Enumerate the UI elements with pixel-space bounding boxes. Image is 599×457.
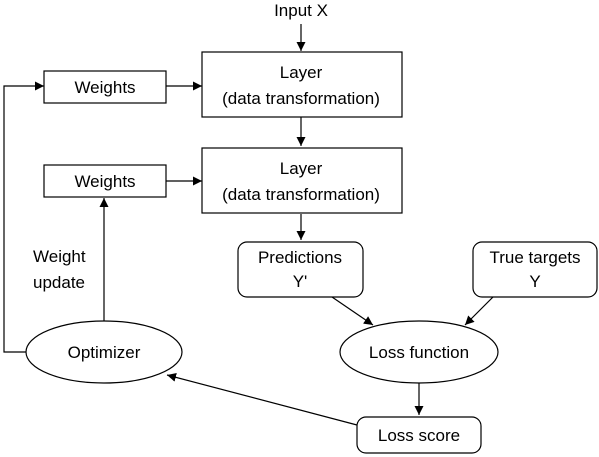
loss-function-label: Loss function — [369, 343, 469, 362]
weights-box-bottom: Weights — [43, 164, 167, 198]
edge-optimizer-loop-to-top-weights — [3, 81, 44, 353]
edge-targets-to-loss — [464, 296, 494, 326]
weights-bottom-label: Weights — [74, 172, 135, 191]
edge-predictions-to-loss — [331, 296, 374, 326]
layer-1-subtitle: (data transformation) — [222, 89, 380, 108]
true-targets-label: True targets — [489, 248, 580, 267]
predictions-symbol: Y' — [293, 272, 308, 291]
weights-top-label: Weights — [74, 78, 135, 97]
input-label: Input X — [274, 1, 328, 20]
edges — [3, 24, 494, 426]
layer-box-1: Layer (data transformation) — [201, 51, 403, 118]
predictions-label: Predictions — [258, 248, 342, 267]
edge-lossscore-to-optimizer — [166, 372, 358, 426]
true-targets-symbol: Y — [529, 272, 540, 291]
weights-box-top: Weights — [43, 70, 167, 104]
true-targets-box: True targets Y — [472, 241, 598, 298]
optimizer-ellipse: Optimizer — [25, 320, 183, 384]
loss-function-ellipse: Loss function — [339, 320, 499, 384]
loss-score-box: Loss score — [356, 416, 482, 454]
layer-box-2: Layer (data transformation) — [201, 147, 403, 214]
layer-2-subtitle: (data transformation) — [222, 185, 380, 204]
layer-1-title: Layer — [280, 63, 323, 82]
optimizer-label: Optimizer — [68, 343, 141, 362]
weight-update-label-line1: Weight — [33, 247, 86, 266]
loss-score-label: Loss score — [378, 426, 460, 445]
predictions-box: Predictions Y' — [237, 241, 364, 298]
layer-2-title: Layer — [280, 159, 323, 178]
weight-update-label-line2: update — [33, 273, 85, 292]
